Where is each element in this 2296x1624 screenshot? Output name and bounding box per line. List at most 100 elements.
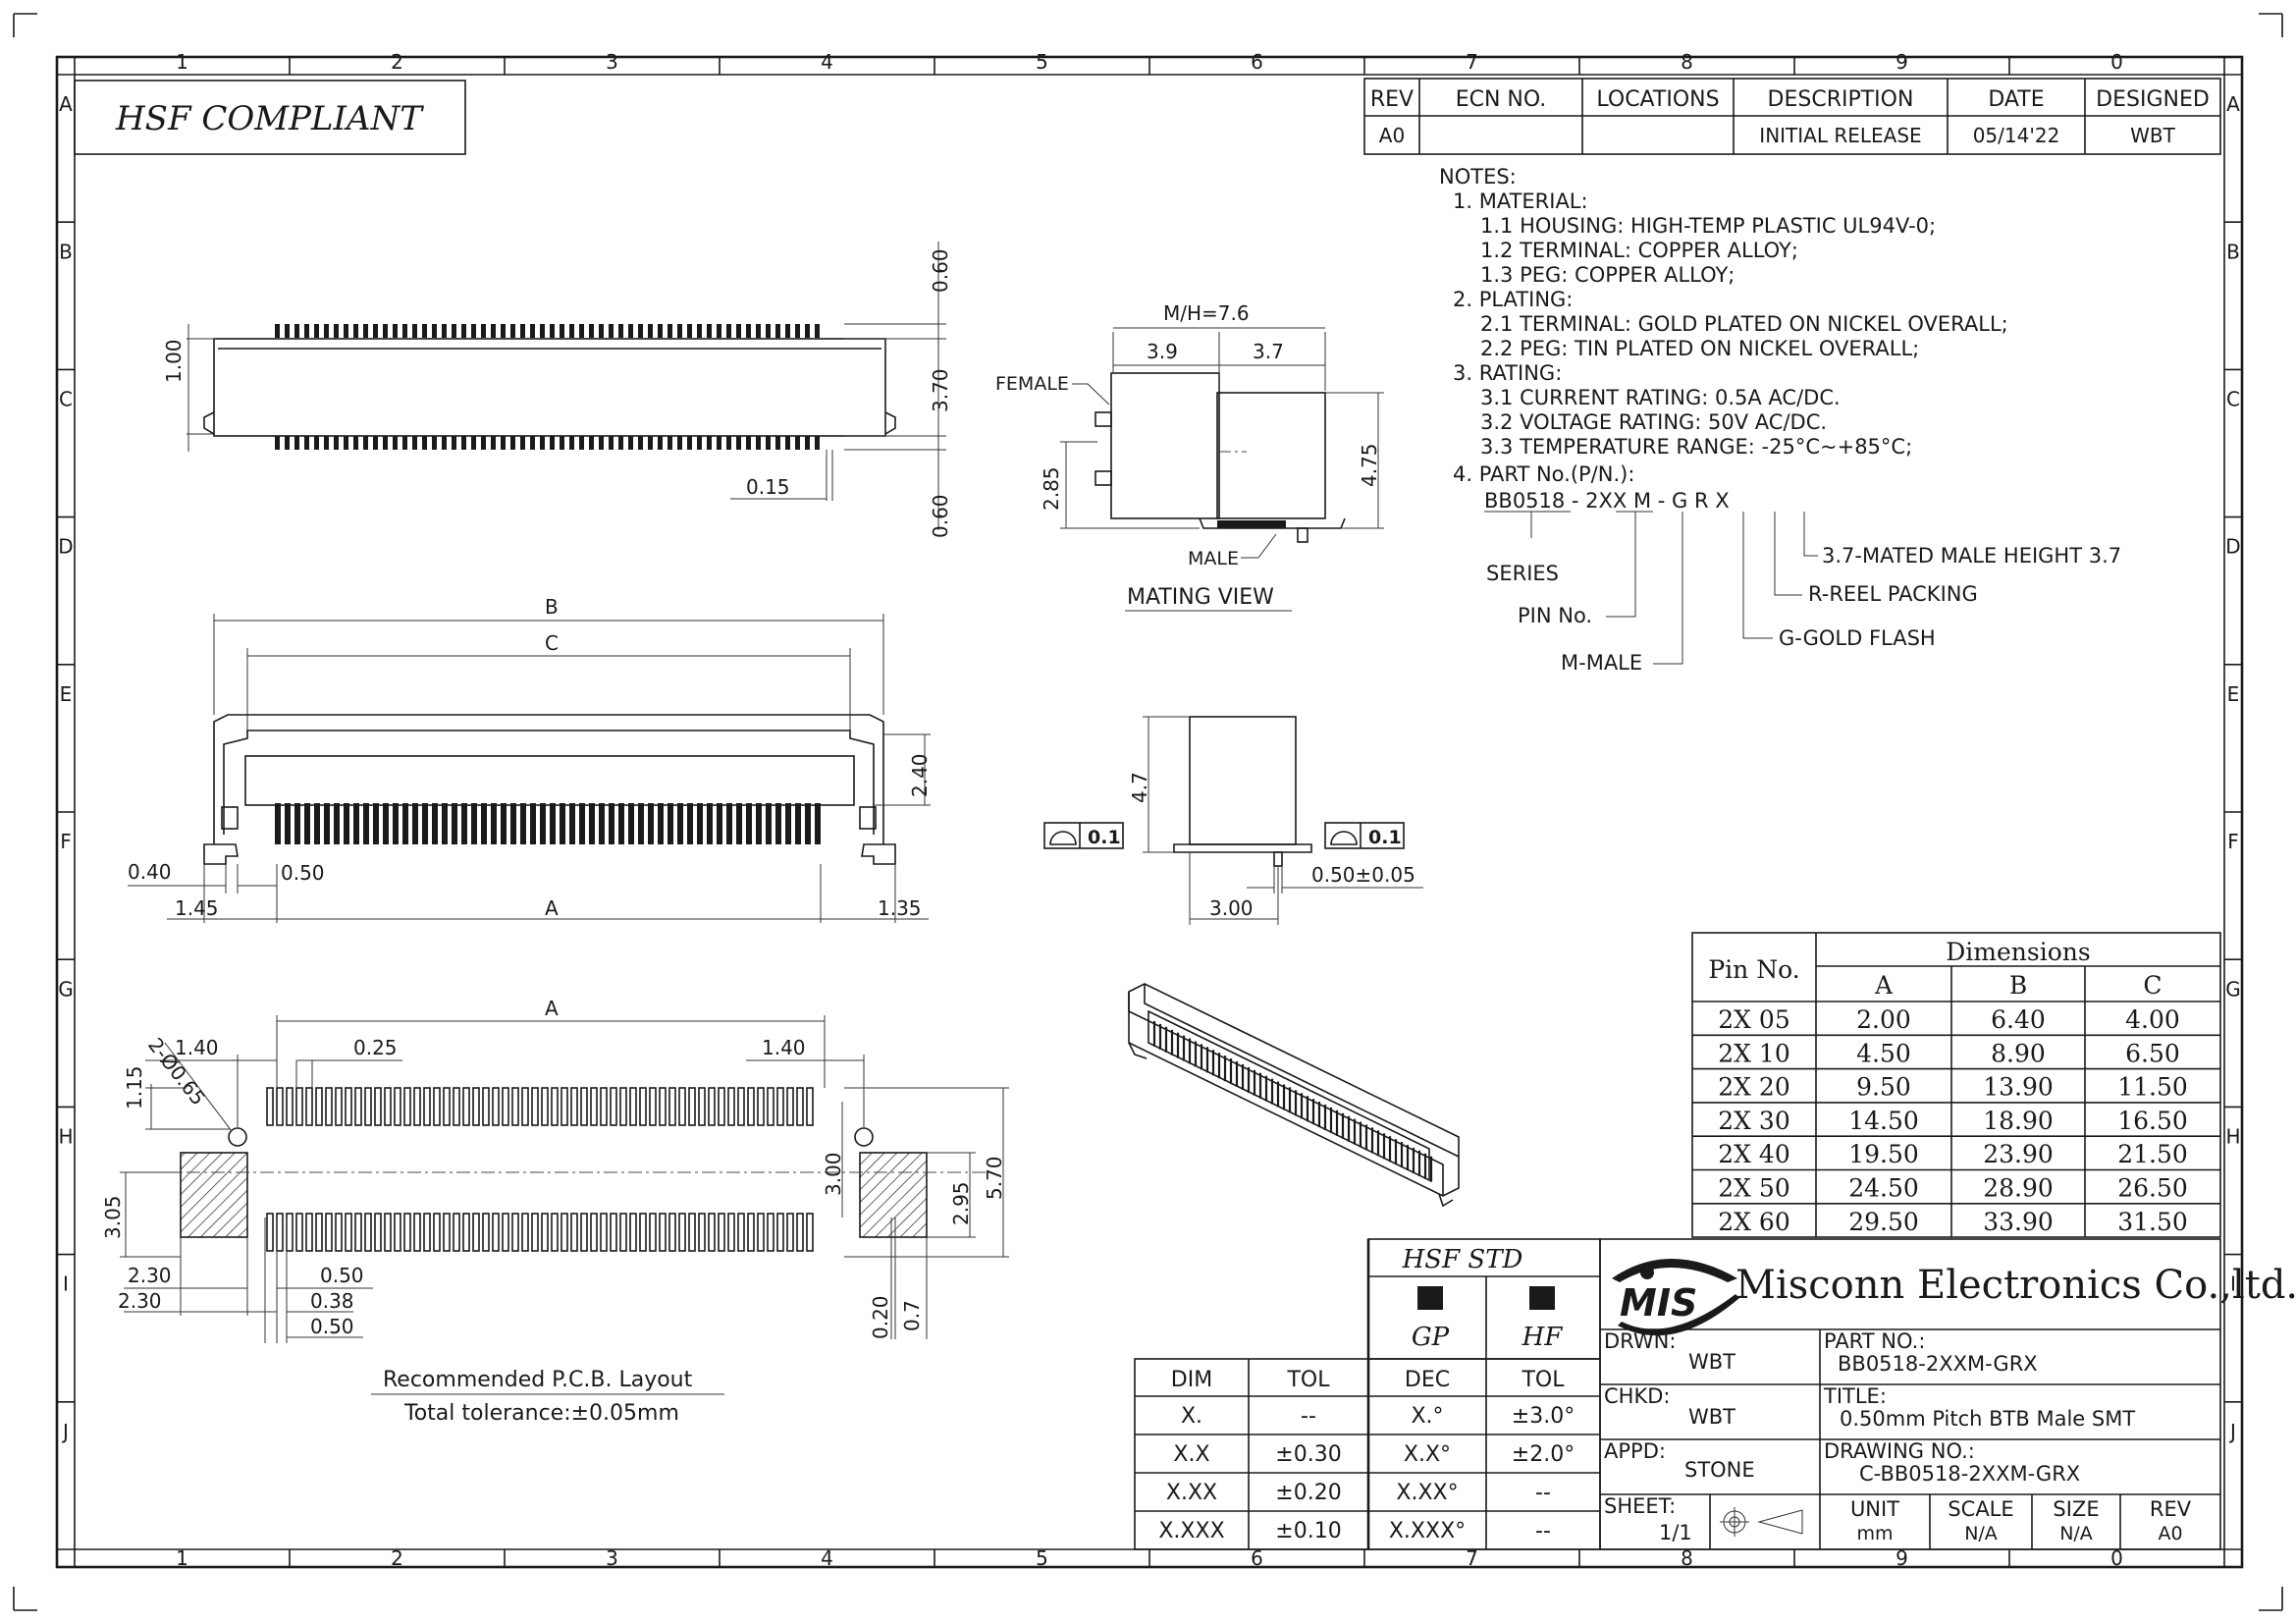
zone-column-label: 0	[2110, 1546, 2123, 1570]
pin	[687, 436, 692, 450]
rev-header-date: DATE	[1988, 87, 2044, 112]
pin	[520, 803, 526, 844]
zone-row-label: E	[60, 682, 73, 706]
pin	[569, 436, 574, 450]
company-name: Misconn Electronics Co.,ltd.	[1735, 1263, 2296, 1308]
pad	[727, 1213, 735, 1252]
pin	[648, 324, 653, 338]
pin	[805, 324, 810, 338]
pad	[384, 1087, 392, 1126]
pad	[757, 1087, 765, 1126]
pin	[618, 436, 623, 450]
pin	[638, 324, 643, 338]
dimensions-cell: 24.50	[1848, 1174, 1919, 1203]
tolerance-cell: --	[1535, 1519, 1551, 1543]
pin	[275, 803, 281, 844]
pin	[756, 436, 761, 450]
pad	[649, 1213, 657, 1252]
dim-pcb-295: 2.95	[949, 1181, 973, 1225]
dim-pcb-115: 1.15	[123, 1065, 146, 1110]
zone-row-label: C	[2226, 388, 2240, 411]
pin	[422, 324, 427, 338]
pin	[422, 436, 427, 450]
zone-column-label: 9	[1896, 1546, 1908, 1570]
drwn-label: DRWN:	[1604, 1329, 1676, 1353]
pin	[775, 324, 780, 338]
isometric-view	[1128, 983, 1460, 1208]
pin	[677, 324, 682, 338]
dim-mating-285: 2.85	[1040, 466, 1063, 511]
pad	[580, 1213, 588, 1252]
front-view: B C 2.40 0.40 0.50 1.45 A 1.35	[128, 595, 932, 923]
rev-header-designed: DESIGNED	[2096, 87, 2210, 112]
pin	[785, 324, 790, 338]
pin	[638, 436, 643, 450]
dim-side-pitch: 0.50±0.05	[1311, 863, 1415, 887]
pin	[491, 803, 497, 844]
pad	[374, 1087, 382, 1126]
pin	[275, 324, 280, 338]
unit-label: UNIT	[1850, 1497, 1899, 1521]
dim-pcb-230b: 2.30	[118, 1289, 162, 1313]
pin	[422, 803, 428, 844]
dimensions-cell: 14.50	[1848, 1107, 1919, 1135]
pin	[599, 803, 605, 844]
pin	[795, 436, 800, 450]
pin	[805, 803, 811, 844]
drwn-value: WBT	[1688, 1350, 1735, 1374]
pin	[285, 803, 291, 844]
pin	[766, 436, 771, 450]
pin	[579, 803, 585, 844]
dimensions-cell: 28.90	[1983, 1174, 2054, 1203]
pin	[461, 803, 467, 844]
note-line: 1.1 HOUSING: HIGH-TEMP PLASTIC UL94V-0;	[1480, 214, 1936, 238]
pad	[776, 1087, 784, 1126]
pin	[795, 803, 801, 844]
note-line: 1.3 PEG: COPPER ALLOY;	[1480, 263, 1735, 287]
tolerance-header: DEC	[1405, 1368, 1450, 1392]
dim-side-47: 4.7	[1128, 772, 1151, 803]
dim-front-145: 1.45	[175, 896, 219, 920]
tolerance-cell: X.X°	[1404, 1442, 1451, 1467]
hsf-std-title: HSF STD	[1402, 1245, 1523, 1274]
pin	[560, 324, 564, 338]
dim-pcb-050a: 0.50	[320, 1264, 364, 1287]
pin	[393, 803, 399, 844]
pad	[325, 1087, 333, 1126]
pad	[403, 1213, 411, 1252]
pad	[453, 1213, 460, 1252]
dimensions-cell: 2X 40	[1718, 1140, 1789, 1168]
dimensions-cell: 2X 30	[1718, 1107, 1789, 1135]
tolerance-header: TOL	[1286, 1368, 1330, 1392]
pad	[786, 1213, 794, 1252]
pad	[335, 1087, 343, 1126]
dimensions-cell: 16.50	[2117, 1107, 2188, 1135]
pad	[668, 1213, 676, 1252]
mating-view-caption: MATING VIEW	[1127, 585, 1274, 610]
pin	[412, 803, 418, 844]
pad	[767, 1213, 774, 1252]
dimensions-cell: 31.50	[2117, 1208, 2188, 1236]
pcb-layout-caption: Recommended P.C.B. Layout	[383, 1368, 693, 1392]
note-line: 4. PART No.(P/N.):	[1453, 462, 1634, 486]
pin	[579, 324, 584, 338]
pad	[482, 1087, 490, 1126]
pad	[394, 1213, 401, 1252]
zone-row-label: D	[2225, 535, 2240, 559]
zone-column-label: 6	[1251, 1546, 1263, 1570]
hsf-hf: HF	[1522, 1323, 1564, 1352]
zone-column-label: 1	[176, 1546, 188, 1570]
zone-column-label: 9	[1896, 50, 1908, 74]
pin	[638, 803, 644, 844]
hsf-compliant-label: HSF COMPLIANT	[115, 99, 424, 138]
pad	[590, 1213, 598, 1252]
pad	[286, 1087, 294, 1126]
zone-row-label: C	[59, 388, 73, 411]
hsf-std-box: HSF STD GP HF	[1367, 1238, 1601, 1360]
zone-row-label: D	[58, 535, 73, 559]
pin	[667, 324, 672, 338]
zone-column-label: 6	[1251, 50, 1263, 74]
pin	[736, 803, 742, 844]
dimensions-cell: 21.50	[2117, 1140, 2188, 1168]
